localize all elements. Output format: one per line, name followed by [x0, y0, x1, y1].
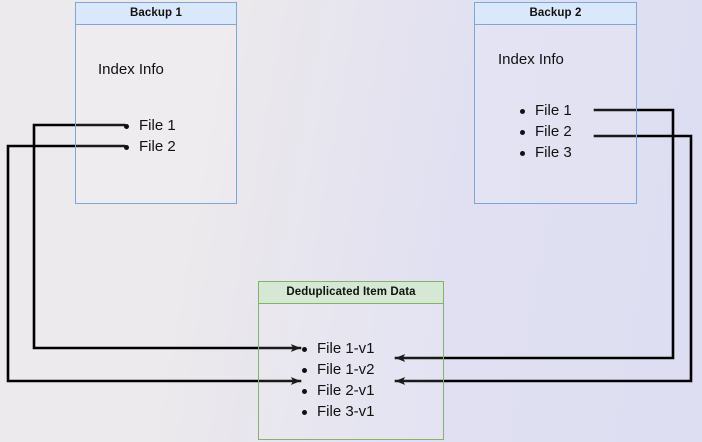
backup-1-header: Backup 1 — [76, 3, 236, 25]
backup-2-header: Backup 2 — [475, 3, 636, 25]
backup-1-index-info-label: Index Info — [98, 61, 164, 78]
deduplicated-item-data-header: Deduplicated Item Data — [259, 282, 443, 304]
backup-2-box[interactable]: Backup 2 — [474, 2, 637, 204]
list-item: File 2 — [518, 121, 572, 142]
backup-2-index-info-label: Index Info — [498, 51, 564, 68]
deduplicated-item-data-box[interactable]: Deduplicated Item Data — [258, 281, 444, 440]
deduplicated-item-list: File 1-v1 File 1-v2 File 2-v1 File 3-v1 — [300, 338, 375, 422]
backup-2-file-list: File 1 File 2 File 3 — [518, 100, 572, 163]
list-item: File 1-v2 — [300, 359, 375, 380]
backup-1-file-list: File 1 File 2 — [122, 115, 176, 157]
list-item: File 3 — [518, 142, 572, 163]
list-item: File 3-v1 — [300, 401, 375, 422]
list-item: File 1-v1 — [300, 338, 375, 359]
list-item: File 2-v1 — [300, 380, 375, 401]
list-item: File 2 — [122, 136, 176, 157]
backup-1-box[interactable]: Backup 1 — [75, 2, 237, 204]
list-item: File 1 — [518, 100, 572, 121]
list-item: File 1 — [122, 115, 176, 136]
